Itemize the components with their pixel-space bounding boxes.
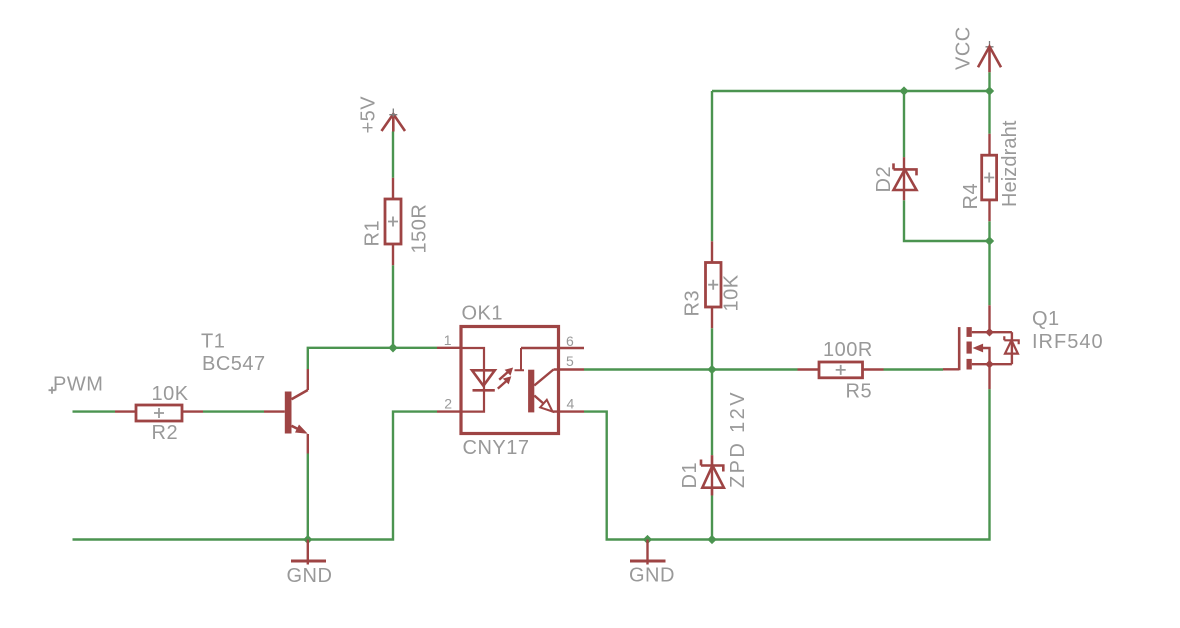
svg-text:R4: R4 xyxy=(960,183,982,210)
svg-text:D1: D1 xyxy=(679,462,701,489)
svg-text:BC547: BC547 xyxy=(202,353,266,375)
svg-text:GND: GND xyxy=(287,565,333,587)
svg-text:100R: 100R xyxy=(823,339,873,361)
svg-text:T1: T1 xyxy=(201,331,225,353)
svg-text:+5V: +5V xyxy=(358,96,380,134)
svg-text:10K: 10K xyxy=(721,274,743,311)
svg-text:R3: R3 xyxy=(682,290,704,317)
svg-text:Heizdraht: Heizdraht xyxy=(999,120,1021,207)
svg-text:6: 6 xyxy=(566,333,574,349)
svg-text:1: 1 xyxy=(444,332,452,348)
svg-text:OK1: OK1 xyxy=(462,302,504,324)
svg-text:CNY17: CNY17 xyxy=(463,437,530,459)
svg-text:10K: 10K xyxy=(152,383,189,405)
svg-text:D2: D2 xyxy=(873,166,895,193)
svg-text:4: 4 xyxy=(567,396,575,412)
svg-text:Q1: Q1 xyxy=(1032,308,1060,330)
svg-text:VCC: VCC xyxy=(953,26,975,70)
svg-text:2: 2 xyxy=(444,396,452,412)
svg-text:150R: 150R xyxy=(409,204,431,254)
svg-text:R1: R1 xyxy=(362,220,384,247)
svg-text:PWM: PWM xyxy=(53,374,103,396)
svg-text:R2: R2 xyxy=(152,422,179,444)
svg-text:GND: GND xyxy=(629,565,675,587)
svg-text:R5: R5 xyxy=(846,381,873,403)
svg-text:ZPD 12V: ZPD 12V xyxy=(727,390,749,488)
svg-text:5: 5 xyxy=(566,353,574,369)
svg-text:IRF540: IRF540 xyxy=(1032,331,1104,353)
